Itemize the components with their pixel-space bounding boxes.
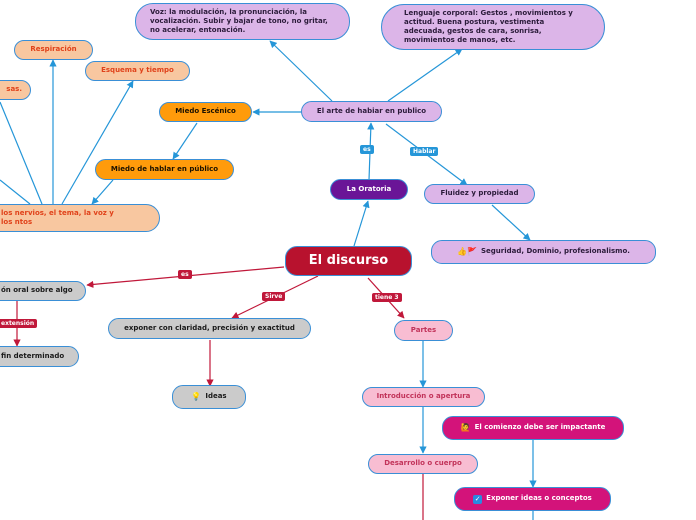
checkmark-icon: ✓ <box>473 494 483 504</box>
edge-nervios-esquema <box>61 80 134 205</box>
node-respiracion-text: Respiración <box>30 45 77 54</box>
label-hablar: Hablar <box>410 147 439 157</box>
node-fin[interactable]: fin determinado <box>0 346 79 367</box>
edge-arte-lenguaje <box>387 48 463 102</box>
node-fin-text: fin determinado <box>1 351 65 360</box>
label-sirve: Sirve <box>262 292 286 302</box>
node-ideas-text: Ideas <box>205 392 227 401</box>
node-arte-hablar[interactable]: El arte de habiar en publico <box>301 101 442 122</box>
edge-miedo-hablar-nervios <box>91 179 114 205</box>
node-partes[interactable]: Partes <box>394 320 453 341</box>
person-raising-hand-icon: 🙋 <box>460 422 471 432</box>
node-sas[interactable]: sas. <box>0 80 31 100</box>
node-miedo-hablar-text: Miedo de hablar en público <box>110 164 219 173</box>
node-oratoria[interactable]: La Oratoria <box>330 179 408 200</box>
node-fluidez[interactable]: Fluidez y propiedad <box>424 184 535 204</box>
edge-arte-voz <box>269 40 333 102</box>
thumbs-up-flag-icon: 👍🚩 <box>457 246 477 256</box>
edge-miedo-escenico-hablar <box>172 122 198 160</box>
node-oratoria-text: La Oratoria <box>346 184 392 193</box>
node-lenguaje-corporal-text: Lenguaje corporal: Gestos , movimientos … <box>404 8 573 45</box>
node-seguridad-text: Seguridad, Dominio, profesionalismo. <box>480 247 630 256</box>
node-comienzo-text: El comienzo debe ser impactante <box>474 423 606 432</box>
node-desarrollo[interactable]: Desarrollo o cuerpo <box>368 454 478 474</box>
node-exponer-ideas[interactable]: ✓ Exponer ideas o conceptos <box>454 487 611 511</box>
node-miedo-escenico-text: Miedo Escénico <box>175 107 236 116</box>
node-voz-text: Voz: la modulación, la pronunciación, la… <box>150 7 328 35</box>
node-sas-text: sas. <box>6 85 22 94</box>
edge-nervios-left <box>0 179 31 205</box>
node-miedo-escenico[interactable]: Miedo Escénico <box>159 102 252 122</box>
node-respiracion[interactable]: Respiración <box>14 40 93 60</box>
node-exponer-ideas-text: Exponer ideas o conceptos <box>486 494 592 503</box>
node-miedo-hablar[interactable]: Miedo de hablar en público <box>95 159 234 180</box>
label-extension: extensión <box>0 319 38 329</box>
node-discurso[interactable]: El discurso <box>285 246 412 276</box>
node-esquema-tiempo-text: Esquema y tiempo <box>101 66 174 75</box>
node-arte-hablar-text: El arte de habiar en publico <box>316 106 427 115</box>
node-esquema-tiempo[interactable]: Esquema y tiempo <box>85 61 190 81</box>
label-tiene: tiene 3 <box>372 293 402 303</box>
node-voz[interactable]: Voz: la modulación, la pronunciación, la… <box>135 3 350 40</box>
node-nervios-text: los nervios, el tema, la voz y los ntos <box>1 208 114 226</box>
node-introduccion[interactable]: Introducción o apertura <box>362 387 485 407</box>
node-nervios[interactable]: los nervios, el tema, la voz y los ntos <box>0 204 160 232</box>
node-desarrollo-text: Desarrollo o cuerpo <box>384 459 462 468</box>
node-oral[interactable]: ón oral sobre algo <box>0 281 86 301</box>
node-seguridad[interactable]: 👍🚩 Seguridad, Dominio, profesionalismo. <box>431 240 656 264</box>
edge-fluidez-seguridad <box>491 204 531 241</box>
node-lenguaje-corporal[interactable]: Lenguaje corporal: Gestos , movimientos … <box>381 4 605 50</box>
label-es-discurso: es <box>178 270 192 280</box>
node-comienzo[interactable]: 🙋 El comienzo debe ser impactante <box>442 416 624 440</box>
node-exponer-claridad-text: exponer con claridad, precisión y exacti… <box>124 323 295 332</box>
label-es-oratoria: es <box>360 145 374 155</box>
node-exponer-claridad[interactable]: exponer con claridad, precisión y exacti… <box>108 318 311 339</box>
node-partes-text: Partes <box>410 325 437 334</box>
lightbulb-icon: 💡 <box>191 391 202 401</box>
node-fluidez-text: Fluidez y propiedad <box>440 189 519 198</box>
node-ideas[interactable]: 💡 Ideas <box>172 385 246 409</box>
edge-nervios-sas <box>0 101 43 205</box>
node-introduccion-text: Introducción o apertura <box>376 392 471 401</box>
node-oral-text: ón oral sobre algo <box>1 286 73 295</box>
node-discurso-text: El discurso <box>308 252 389 268</box>
edge-discurso-oratoria <box>353 200 370 247</box>
